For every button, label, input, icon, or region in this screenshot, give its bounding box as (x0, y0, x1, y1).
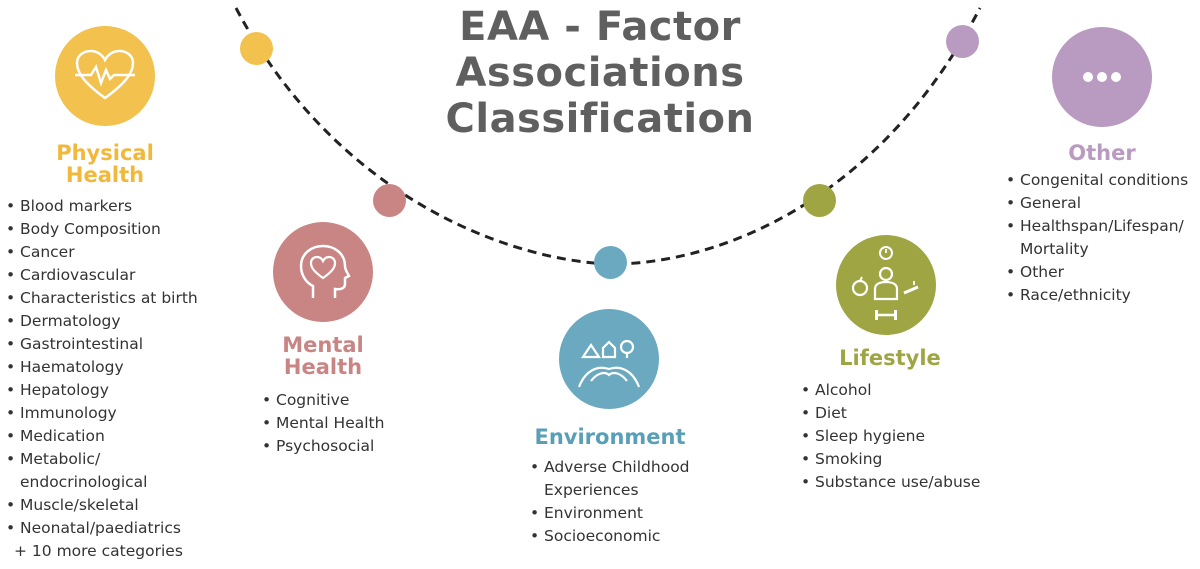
list-item-continuation: Experiences (544, 481, 639, 499)
lifestyle-list: Alcohol Diet Sleep hygiene Smoking Subst… (801, 379, 980, 494)
list-item: Gastrointestinal (6, 333, 198, 356)
arc-dot-environment (594, 246, 627, 279)
list-item: Socioeconomic (530, 525, 690, 548)
list-item: Blood markers (6, 195, 198, 218)
list-item: General (1006, 192, 1188, 215)
list-item-continuation: endocrinological (20, 473, 148, 491)
physical-health-list: Blood markers Body Composition Cancer Ca… (6, 195, 198, 563)
list-item: Immunology (6, 402, 198, 425)
list-item: Substance use/abuse (801, 471, 980, 494)
list-item: Metabolic/ (6, 448, 198, 471)
lifestyle-heading-text: Lifestyle (839, 346, 941, 370)
environment-list: Adverse Childhood Experiences Environmen… (530, 456, 690, 548)
ellipsis-icon (1083, 72, 1121, 82)
list-item: Dermatology (6, 310, 198, 333)
list-item: Mental Health (262, 412, 384, 435)
other-heading: Other (1040, 142, 1164, 164)
more-categories-note: + 10 more categories (14, 542, 183, 560)
environment-circle (559, 309, 659, 409)
environment-icon (577, 339, 641, 388)
list-item: Alcohol (801, 379, 980, 402)
environment-heading-text: Environment (534, 425, 686, 449)
lifestyle-circle (836, 235, 936, 335)
list-item: Adverse Childhood (530, 456, 690, 479)
mental-heading-line2: Health (283, 355, 363, 379)
list-item: Race/ethnicity (1006, 284, 1188, 307)
list-item: Smoking (801, 448, 980, 471)
lifestyle-icon (851, 246, 919, 320)
arc-dot-physical (240, 32, 273, 65)
physical-health-heading: Physical Health (40, 142, 170, 186)
mental-health-list: Cognitive Mental Health Psychosocial (262, 389, 384, 458)
list-item: Characteristics at birth (6, 287, 198, 310)
list-item: Medication (6, 425, 198, 448)
list-item: Hepatology (6, 379, 198, 402)
physical-heading-line2: Health (65, 163, 145, 187)
environment-heading: Environment (530, 426, 690, 448)
heart-pulse-icon (75, 49, 135, 100)
lifestyle-heading: Lifestyle (820, 347, 960, 369)
physical-health-circle (55, 26, 155, 126)
list-item: Neonatal/paediatrics (6, 517, 198, 540)
list-item: Cognitive (262, 389, 384, 412)
physical-heading-line1: Physical (56, 141, 154, 165)
mental-health-heading: Mental Health (258, 334, 388, 378)
list-item: Environment (530, 502, 690, 525)
head-heart-icon (299, 244, 351, 298)
list-item: Haematology (6, 356, 198, 379)
list-item-continuation: Mortality (1020, 240, 1089, 258)
list-item: Sleep hygiene (801, 425, 980, 448)
arc-dot-mental (373, 184, 406, 217)
list-item: Diet (801, 402, 980, 425)
arc-dot-other (946, 25, 979, 58)
list-item: Psychosocial (262, 435, 384, 458)
list-item: Healthspan/Lifespan/ (1006, 215, 1188, 238)
list-item: Muscle/skeletal (6, 494, 198, 517)
mental-heading-line1: Mental (282, 333, 364, 357)
list-item: Cardiovascular (6, 264, 198, 287)
other-circle (1052, 27, 1152, 127)
mental-health-circle (273, 222, 373, 322)
list-item: Congenital conditions (1006, 169, 1188, 192)
list-item: Other (1006, 261, 1188, 284)
title-line-2: Associations (455, 50, 745, 96)
title-line-3: Classification (445, 96, 755, 142)
other-heading-text: Other (1068, 141, 1136, 165)
title-line-1: EAA - Factor (459, 4, 741, 50)
diagram-title: EAA - Factor Associations Classification (400, 4, 800, 142)
list-item: Body Composition (6, 218, 198, 241)
other-list: Congenital conditions General Healthspan… (1006, 169, 1188, 307)
list-item: Cancer (6, 241, 198, 264)
arc-dot-lifestyle (803, 184, 836, 217)
